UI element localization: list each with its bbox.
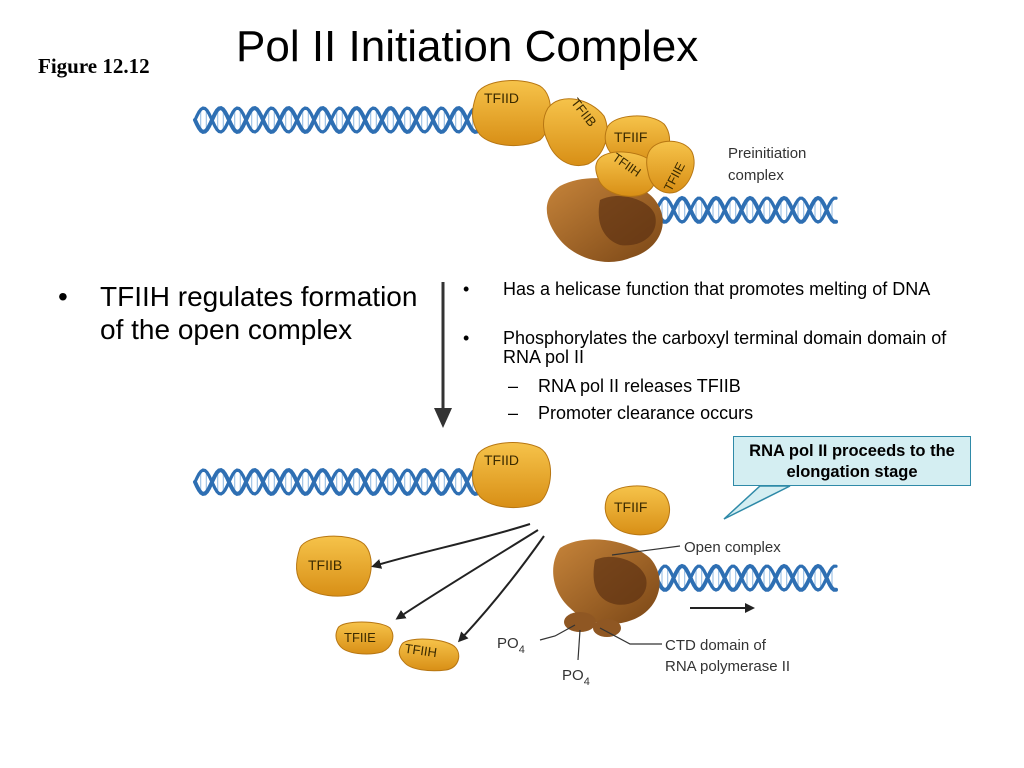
tfiib-released-label: TFIIB (308, 557, 342, 573)
ctd-leader (599, 627, 662, 645)
tfiie-protein-released (335, 621, 394, 655)
bullet-marker: • (463, 279, 470, 299)
left-bullet-text: TFIIH regulates formation of the open co… (100, 281, 418, 345)
tfiib-protein (543, 98, 608, 166)
tfiif-label: TFIIF (614, 499, 647, 515)
tfiih-protein (595, 151, 657, 197)
callout-box: RNA pol II proceeds to the elongation st… (733, 436, 971, 486)
tfiie-released-label: TFIIE (344, 630, 376, 645)
release-arrow-tfiie (395, 529, 539, 620)
ctd-label-line1: CTD domain of (665, 637, 767, 654)
po4-subscript: 4 (519, 644, 525, 656)
rna-pol-ii-cleft (598, 195, 656, 246)
sub-bullet-2-text: Promoter clearance occurs (538, 403, 754, 423)
po4-leader (539, 624, 576, 641)
tfiih-protein-released (398, 638, 460, 672)
preinitiation-label: Preinitiation (728, 145, 806, 162)
tfiib-protein-released (296, 535, 372, 597)
release-arrow-tfiib (371, 523, 531, 569)
tfiif-label: TFIIF (614, 129, 647, 145)
tfiid-label: TFIID (484, 452, 519, 468)
tfiid-protein (472, 80, 552, 146)
po4-text: PO (497, 635, 519, 652)
rna-pol-ii-cleft (593, 556, 647, 605)
tfiie-protein (646, 140, 695, 194)
tfiid-protein (472, 442, 552, 508)
right-bullet-2-text: Phosphorylates the carboxyl terminal dom… (503, 328, 947, 367)
bottom-panel: TFIID TFIIF TFIIB TFIIE TFIIH Open compl… (193, 442, 838, 688)
callout-pointer (723, 485, 791, 520)
dash-marker: – (508, 403, 519, 423)
po4-label: PO4 (497, 635, 525, 656)
po4-label: PO4 (562, 667, 590, 688)
complex-label: complex (728, 167, 784, 184)
ctd-label-line2: RNA polymerase II (665, 658, 790, 675)
po4-subscript: 4 (584, 676, 590, 688)
po4-leader (577, 629, 581, 661)
open-complex-label: Open complex (684, 539, 781, 556)
top-panel: TFIID TFIIB TFIIF TFIIH TFIIE Preinitiat… (193, 80, 838, 262)
ctd-domain (593, 619, 621, 637)
slide-title: Pol II Initiation Complex (236, 22, 699, 71)
tfiih-released-label: TFIIH (404, 641, 438, 660)
figure-label: Figure 12.12 (38, 54, 150, 78)
release-arrow-tfiih (457, 535, 545, 643)
bullet-marker: • (58, 281, 68, 312)
tfiid-label: TFIID (484, 90, 519, 106)
bullet-marker: • (463, 328, 470, 348)
dash-marker: – (508, 376, 519, 396)
vertical-arrow-head (434, 408, 452, 428)
right-bullet-1-text: Has a helicase function that promotes me… (503, 279, 931, 299)
po4-text: PO (562, 667, 584, 684)
tfiif-protein (604, 485, 671, 536)
open-complex-leader (611, 545, 681, 556)
sub-bullet-1-text: RNA pol II releases TFIIB (538, 376, 741, 396)
